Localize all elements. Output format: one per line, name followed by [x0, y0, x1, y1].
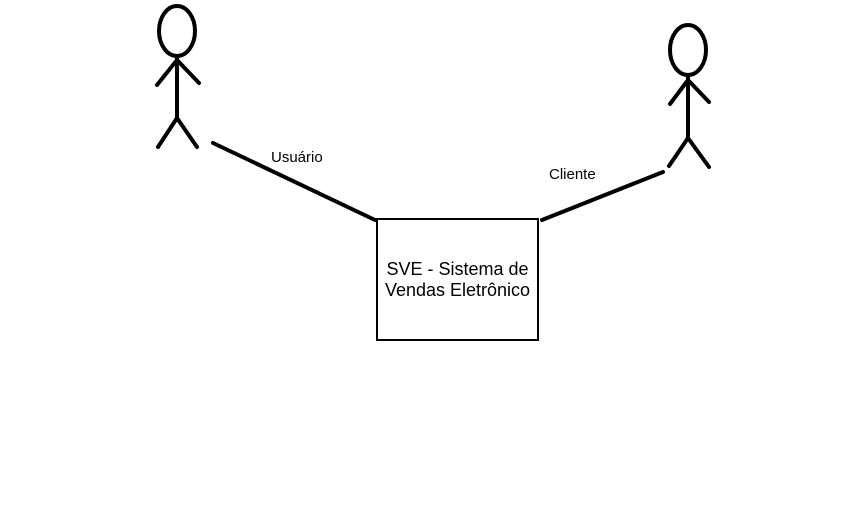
actor-cliente-leg-right [686, 136, 711, 169]
actor-cliente-arm-right [686, 78, 711, 104]
system-boundary-box: SVE - Sistema de Vendas Eletrônico [376, 218, 539, 341]
system-label: SVE - Sistema de Vendas Eletrônico [384, 258, 531, 300]
actor-usuario-arm-right [175, 58, 201, 85]
actor-usuario-leg-left [156, 116, 179, 149]
actor-cliente-head [668, 23, 708, 77]
actor-cliente-leg-left [667, 136, 690, 168]
actor-usuario-label: Usuário [271, 149, 323, 166]
actor-usuario-leg-right [175, 116, 199, 149]
association-cliente-system [540, 170, 665, 222]
actor-usuario-arm-left [155, 58, 179, 87]
actor-usuario-head [157, 4, 197, 58]
actor-usuario-figure [155, 4, 201, 149]
actor-cliente-arm-left [668, 78, 690, 106]
actor-cliente-label: Cliente [549, 166, 596, 183]
association-usuario-system [211, 141, 377, 222]
actor-cliente-figure [667, 23, 711, 169]
